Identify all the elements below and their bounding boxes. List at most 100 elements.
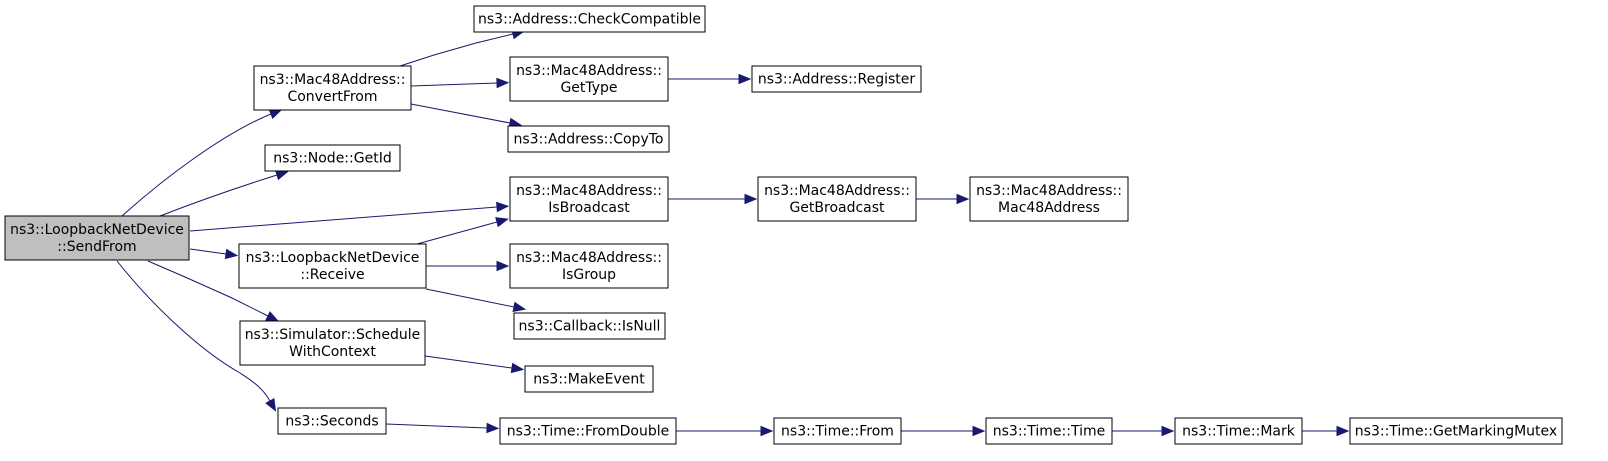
node-isnull[interactable]: ns3::Callback::IsNull [513, 312, 666, 340]
edge-receive-to-isgroup [426, 260, 510, 272]
arrowhead-icon [496, 77, 510, 89]
arrowhead-icon [512, 301, 527, 313]
arrowhead-icon [486, 422, 500, 434]
node-box [4, 215, 190, 261]
node-gettype[interactable]: ns3::Mac48Address::GetType [509, 56, 669, 102]
node-fromdouble[interactable]: ns3::Time::FromDouble [499, 417, 677, 445]
node-label: ns3::Mac48Address:: [260, 72, 406, 88]
edge-line [189, 248, 227, 255]
edge-sendfrom-to-isbroadcast [189, 201, 510, 232]
node-mark[interactable]: ns3::Time::Mark [1174, 417, 1303, 445]
node-box [264, 144, 401, 172]
node-label: ns3::Time::From [781, 424, 894, 440]
arrowhead-icon [224, 248, 239, 260]
node-label: ConvertFrom [287, 89, 377, 105]
node-copyto[interactable]: ns3::Address::CopyTo [507, 125, 670, 153]
arrowhead-icon [1161, 425, 1175, 437]
node-label: ns3::LoopbackNetDevice [246, 250, 420, 266]
node-box [524, 365, 654, 393]
edge-sendfrom-to-receive [189, 248, 239, 260]
node-box [239, 320, 426, 366]
node-box [509, 243, 669, 289]
node-time[interactable]: ns3::Time::Time [985, 417, 1113, 445]
node-label: IsGroup [562, 267, 616, 283]
node-label: ns3::Time::FromDouble [507, 424, 670, 440]
node-label: ns3::Mac48Address:: [976, 183, 1122, 199]
node-convertfrom[interactable]: ns3::Mac48Address::ConvertFrom [253, 65, 412, 111]
edge-line [425, 288, 515, 308]
edge-line [416, 221, 498, 245]
node-box [507, 125, 670, 153]
node-label: ns3::Simulator::Schedule [245, 327, 421, 343]
node-label: ns3::Address::CopyTo [514, 132, 664, 148]
edges-layer [116, 29, 1350, 437]
edge-receive-to-isnull [425, 288, 527, 313]
node-box [253, 65, 412, 111]
node-checkcompatible[interactable]: ns3::Address::CheckCompatible [473, 5, 706, 33]
edge-receive-to-isbroadcast [416, 217, 509, 245]
node-box [969, 176, 1129, 222]
edge-line [159, 174, 278, 217]
edge-mark-to-getmarkingmutex [1302, 425, 1350, 437]
node-box [513, 312, 666, 340]
arrowhead-icon [510, 362, 525, 374]
node-box [985, 417, 1113, 445]
node-register[interactable]: ns3::Address::Register [751, 65, 922, 93]
edge-line [116, 260, 271, 402]
edge-sendfrom-to-seconds [116, 260, 277, 412]
edge-line [121, 113, 272, 217]
node-label: ns3::LoopbackNetDevice [10, 222, 184, 238]
node-isgroup[interactable]: ns3::Mac48Address::IsGroup [509, 243, 669, 289]
node-mac48address[interactable]: ns3::Mac48Address::Mac48Address [969, 176, 1129, 222]
node-sendfrom[interactable]: ns3::LoopbackNetDevice::SendFrom [4, 215, 190, 261]
edge-convertfrom-to-checkcompatible [399, 29, 525, 67]
arrowhead-icon [265, 397, 277, 412]
node-label: Mac48Address [998, 200, 1100, 216]
edge-convertfrom-to-copyto [410, 103, 523, 129]
edge-line [147, 260, 269, 317]
edge-seconds-to-fromdouble [385, 422, 500, 434]
arrowhead-icon [265, 311, 280, 322]
edge-line [424, 355, 513, 369]
node-box [1174, 417, 1303, 445]
arrowhead-icon [956, 193, 970, 205]
node-receive[interactable]: ns3::LoopbackNetDevice::Receive [238, 243, 427, 289]
edge-line [410, 82, 498, 87]
node-box [277, 407, 387, 435]
arrowhead-icon [744, 193, 758, 205]
edge-line [385, 423, 488, 429]
node-seconds[interactable]: ns3::Seconds [277, 407, 387, 435]
arrowhead-icon [274, 170, 289, 181]
node-getbroadcast[interactable]: ns3::Mac48Address::GetBroadcast [757, 176, 917, 222]
node-isbroadcast[interactable]: ns3::Mac48Address::IsBroadcast [509, 176, 669, 222]
node-makeevent[interactable]: ns3::MakeEvent [524, 365, 654, 393]
edge-line [399, 33, 514, 67]
edge-convertfrom-to-gettype [410, 77, 510, 89]
arrowhead-icon [496, 260, 510, 272]
node-box [473, 5, 706, 33]
node-label: ns3::Time::Mark [1182, 424, 1296, 440]
node-getid[interactable]: ns3::Node::GetId [264, 144, 401, 172]
edge-getbroadcast-to-mac48address [916, 193, 970, 205]
node-from[interactable]: ns3::Time::From [773, 417, 902, 445]
node-label: ns3::Mac48Address:: [764, 183, 910, 199]
node-label: WithContext [289, 344, 376, 360]
node-label: ns3::Node::GetId [273, 151, 391, 167]
node-label: GetBroadcast [789, 200, 885, 216]
node-box [773, 417, 902, 445]
node-label: ns3::MakeEvent [533, 372, 645, 388]
node-box [757, 176, 917, 222]
node-getmarkingmutex[interactable]: ns3::Time::GetMarkingMutex [1349, 417, 1563, 445]
node-box [1349, 417, 1563, 445]
edge-schedule-to-makeevent [424, 355, 525, 374]
node-label: ns3::Callback::IsNull [519, 319, 661, 335]
node-label: ::Receive [300, 267, 364, 283]
nodes-layer: ns3::LoopbackNetDevice::SendFromns3::Mac… [4, 5, 1563, 445]
edge-sendfrom-to-getid [159, 170, 289, 217]
arrowhead-icon [1336, 425, 1350, 437]
node-label: ns3::Address::Register [758, 72, 916, 88]
node-box [499, 417, 677, 445]
node-label: IsBroadcast [548, 200, 630, 216]
